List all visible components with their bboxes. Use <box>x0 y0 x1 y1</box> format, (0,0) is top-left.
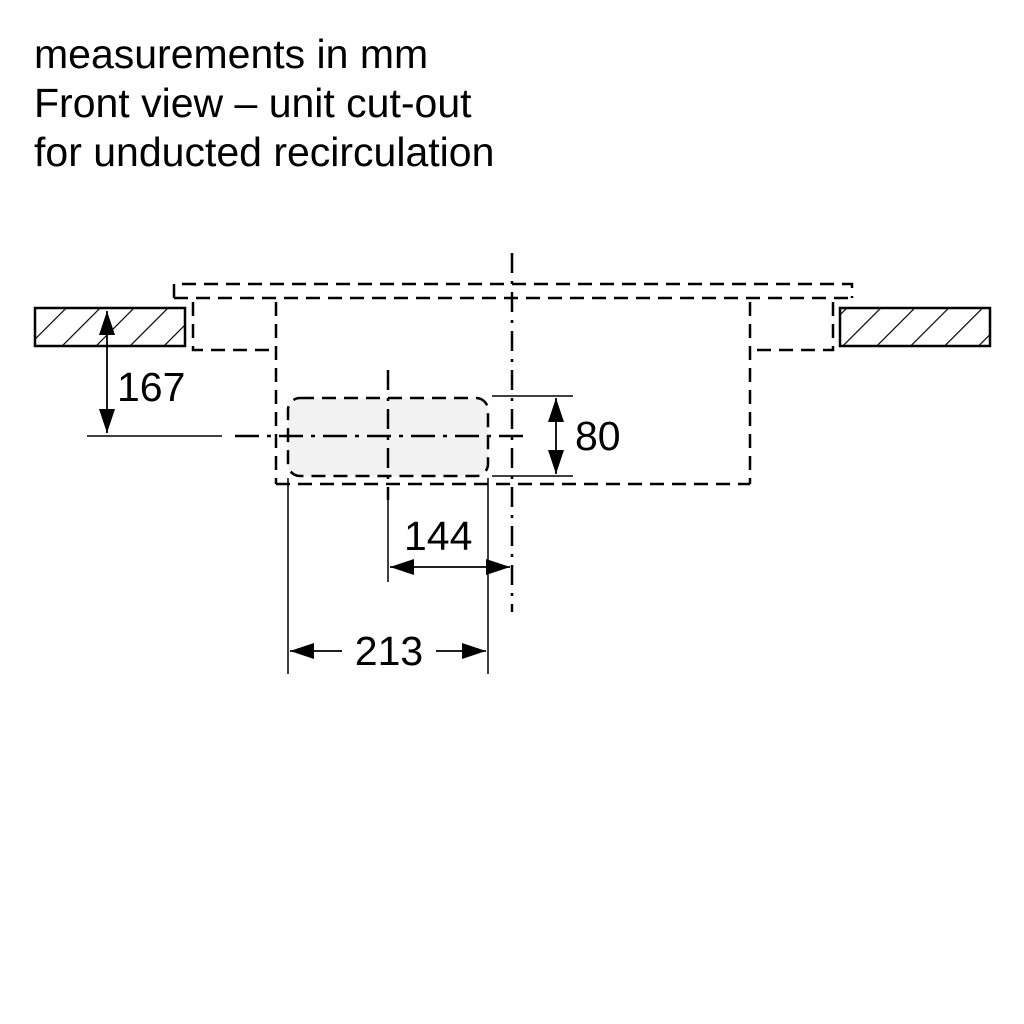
title-line-measurements: measurements in mm <box>34 31 429 77</box>
diagram-title: measurements in mm Front view – unit cut… <box>34 30 494 177</box>
worktop-left <box>33 306 187 348</box>
dimension-80-label: 80 <box>575 413 621 459</box>
title-line-purpose: for unducted recirculation <box>34 129 495 175</box>
dimension-167-label: 167 <box>117 364 185 410</box>
unit-body-outline <box>274 302 752 486</box>
title-line-view: Front view – unit cut-out <box>34 80 472 126</box>
worktop-right <box>838 306 992 348</box>
dimension-144-label: 144 <box>404 513 472 559</box>
dimension-213-label: 213 <box>355 628 423 674</box>
hob-body-outline <box>191 302 835 352</box>
